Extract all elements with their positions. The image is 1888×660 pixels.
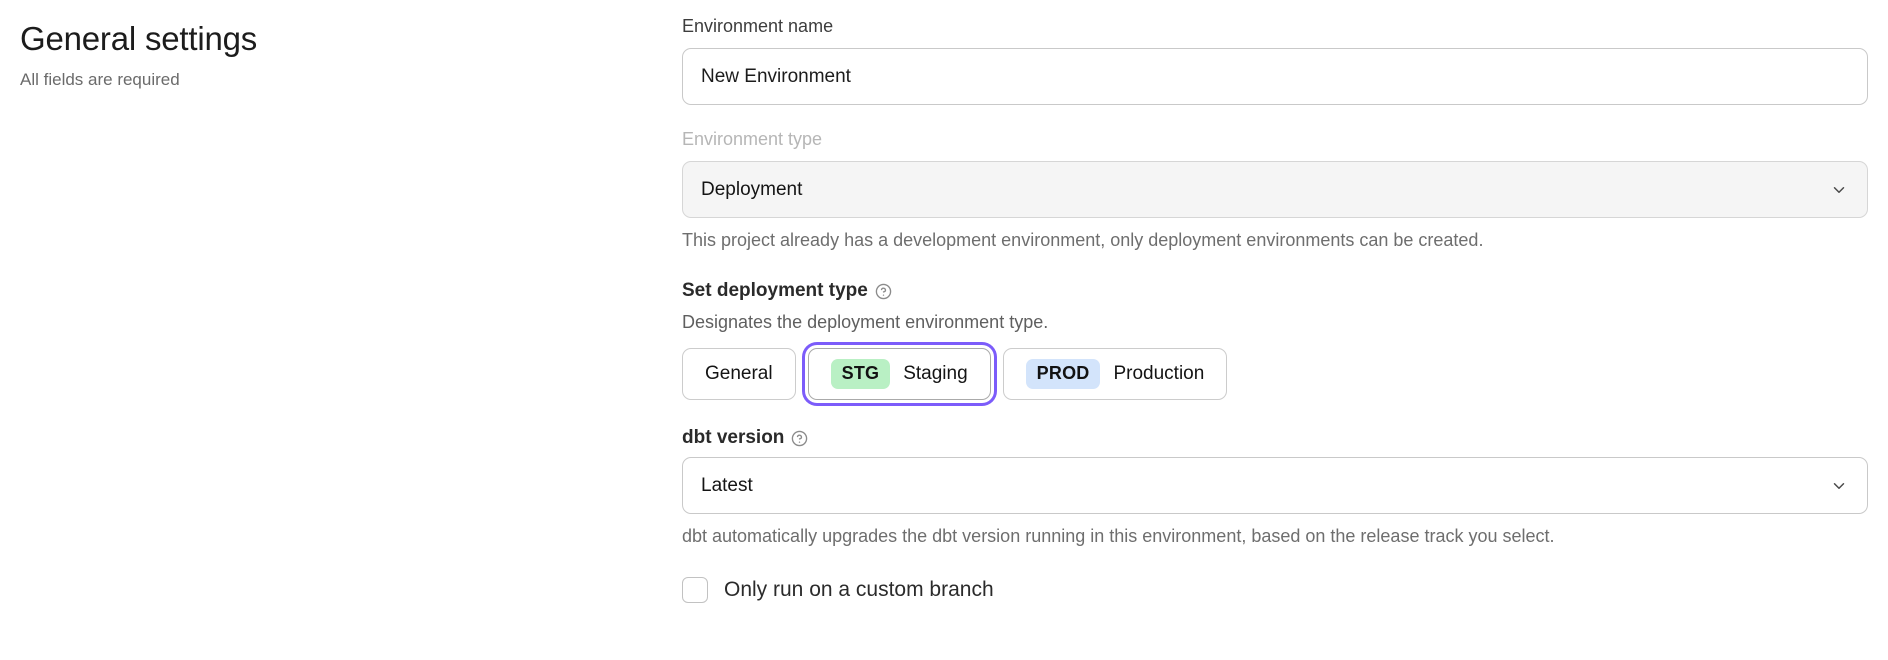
deployment-type-option-general-label: General xyxy=(705,362,773,384)
environment-type-field: Environment type Deployment This project… xyxy=(682,127,1868,252)
deployment-type-option-staging[interactable]: STG Staging xyxy=(807,347,991,400)
dbt-version-select-wrapper: Latest xyxy=(682,457,1868,515)
question-circle-icon[interactable] xyxy=(875,283,892,300)
dbt-version-label-row: dbt version xyxy=(682,426,1868,451)
deployment-type-option-staging-label: Staging xyxy=(903,362,968,384)
dbt-version-select[interactable]: Latest xyxy=(682,457,1868,515)
dbt-version-help-text: dbt automatically upgrades the dbt versi… xyxy=(682,526,1555,547)
custom-branch-label[interactable]: Only run on a custom branch xyxy=(724,578,994,602)
deployment-type-label-row: Set deployment type xyxy=(682,279,1868,304)
dbt-version-value: Latest xyxy=(701,474,753,496)
settings-header: General settings All fields are required xyxy=(20,18,660,91)
settings-form: Environment name Environment type Deploy… xyxy=(682,14,1868,603)
environment-type-help-text: This project already has a development e… xyxy=(682,230,1484,251)
deployment-type-description: Designates the deployment environment ty… xyxy=(682,312,1049,333)
dbt-version-field: dbt version Latest xyxy=(682,426,1868,549)
page-title: General settings xyxy=(20,20,258,57)
production-badge: PROD xyxy=(1025,358,1101,389)
environment-type-select[interactable]: Deployment xyxy=(682,161,1868,219)
environment-type-label: Environment type xyxy=(682,129,823,150)
deployment-type-option-general[interactable]: General xyxy=(682,347,796,400)
environment-type-select-wrapper: Deployment xyxy=(682,161,1868,219)
deployment-type-option-production-label: Production xyxy=(1113,362,1205,384)
environment-type-value: Deployment xyxy=(701,178,803,200)
custom-branch-checkbox[interactable] xyxy=(682,576,708,603)
page-subtitle: All fields are required xyxy=(20,70,180,90)
custom-branch-row: Only run on a custom branch xyxy=(682,576,1868,603)
environment-name-field: Environment name xyxy=(682,14,1868,106)
environment-name-input[interactable] xyxy=(682,48,1868,106)
environment-name-label: Environment name xyxy=(682,16,834,36)
dbt-version-label: dbt version xyxy=(682,426,785,448)
staging-badge: STG xyxy=(830,358,891,389)
deployment-type-field: Set deployment type Designates the deplo… xyxy=(682,279,1868,400)
deployment-type-label: Set deployment type xyxy=(682,279,868,301)
question-circle-icon[interactable] xyxy=(791,430,808,447)
deployment-type-option-production[interactable]: PROD Production xyxy=(1002,347,1228,400)
deployment-type-options: General STG Staging PROD Production xyxy=(682,347,1868,400)
